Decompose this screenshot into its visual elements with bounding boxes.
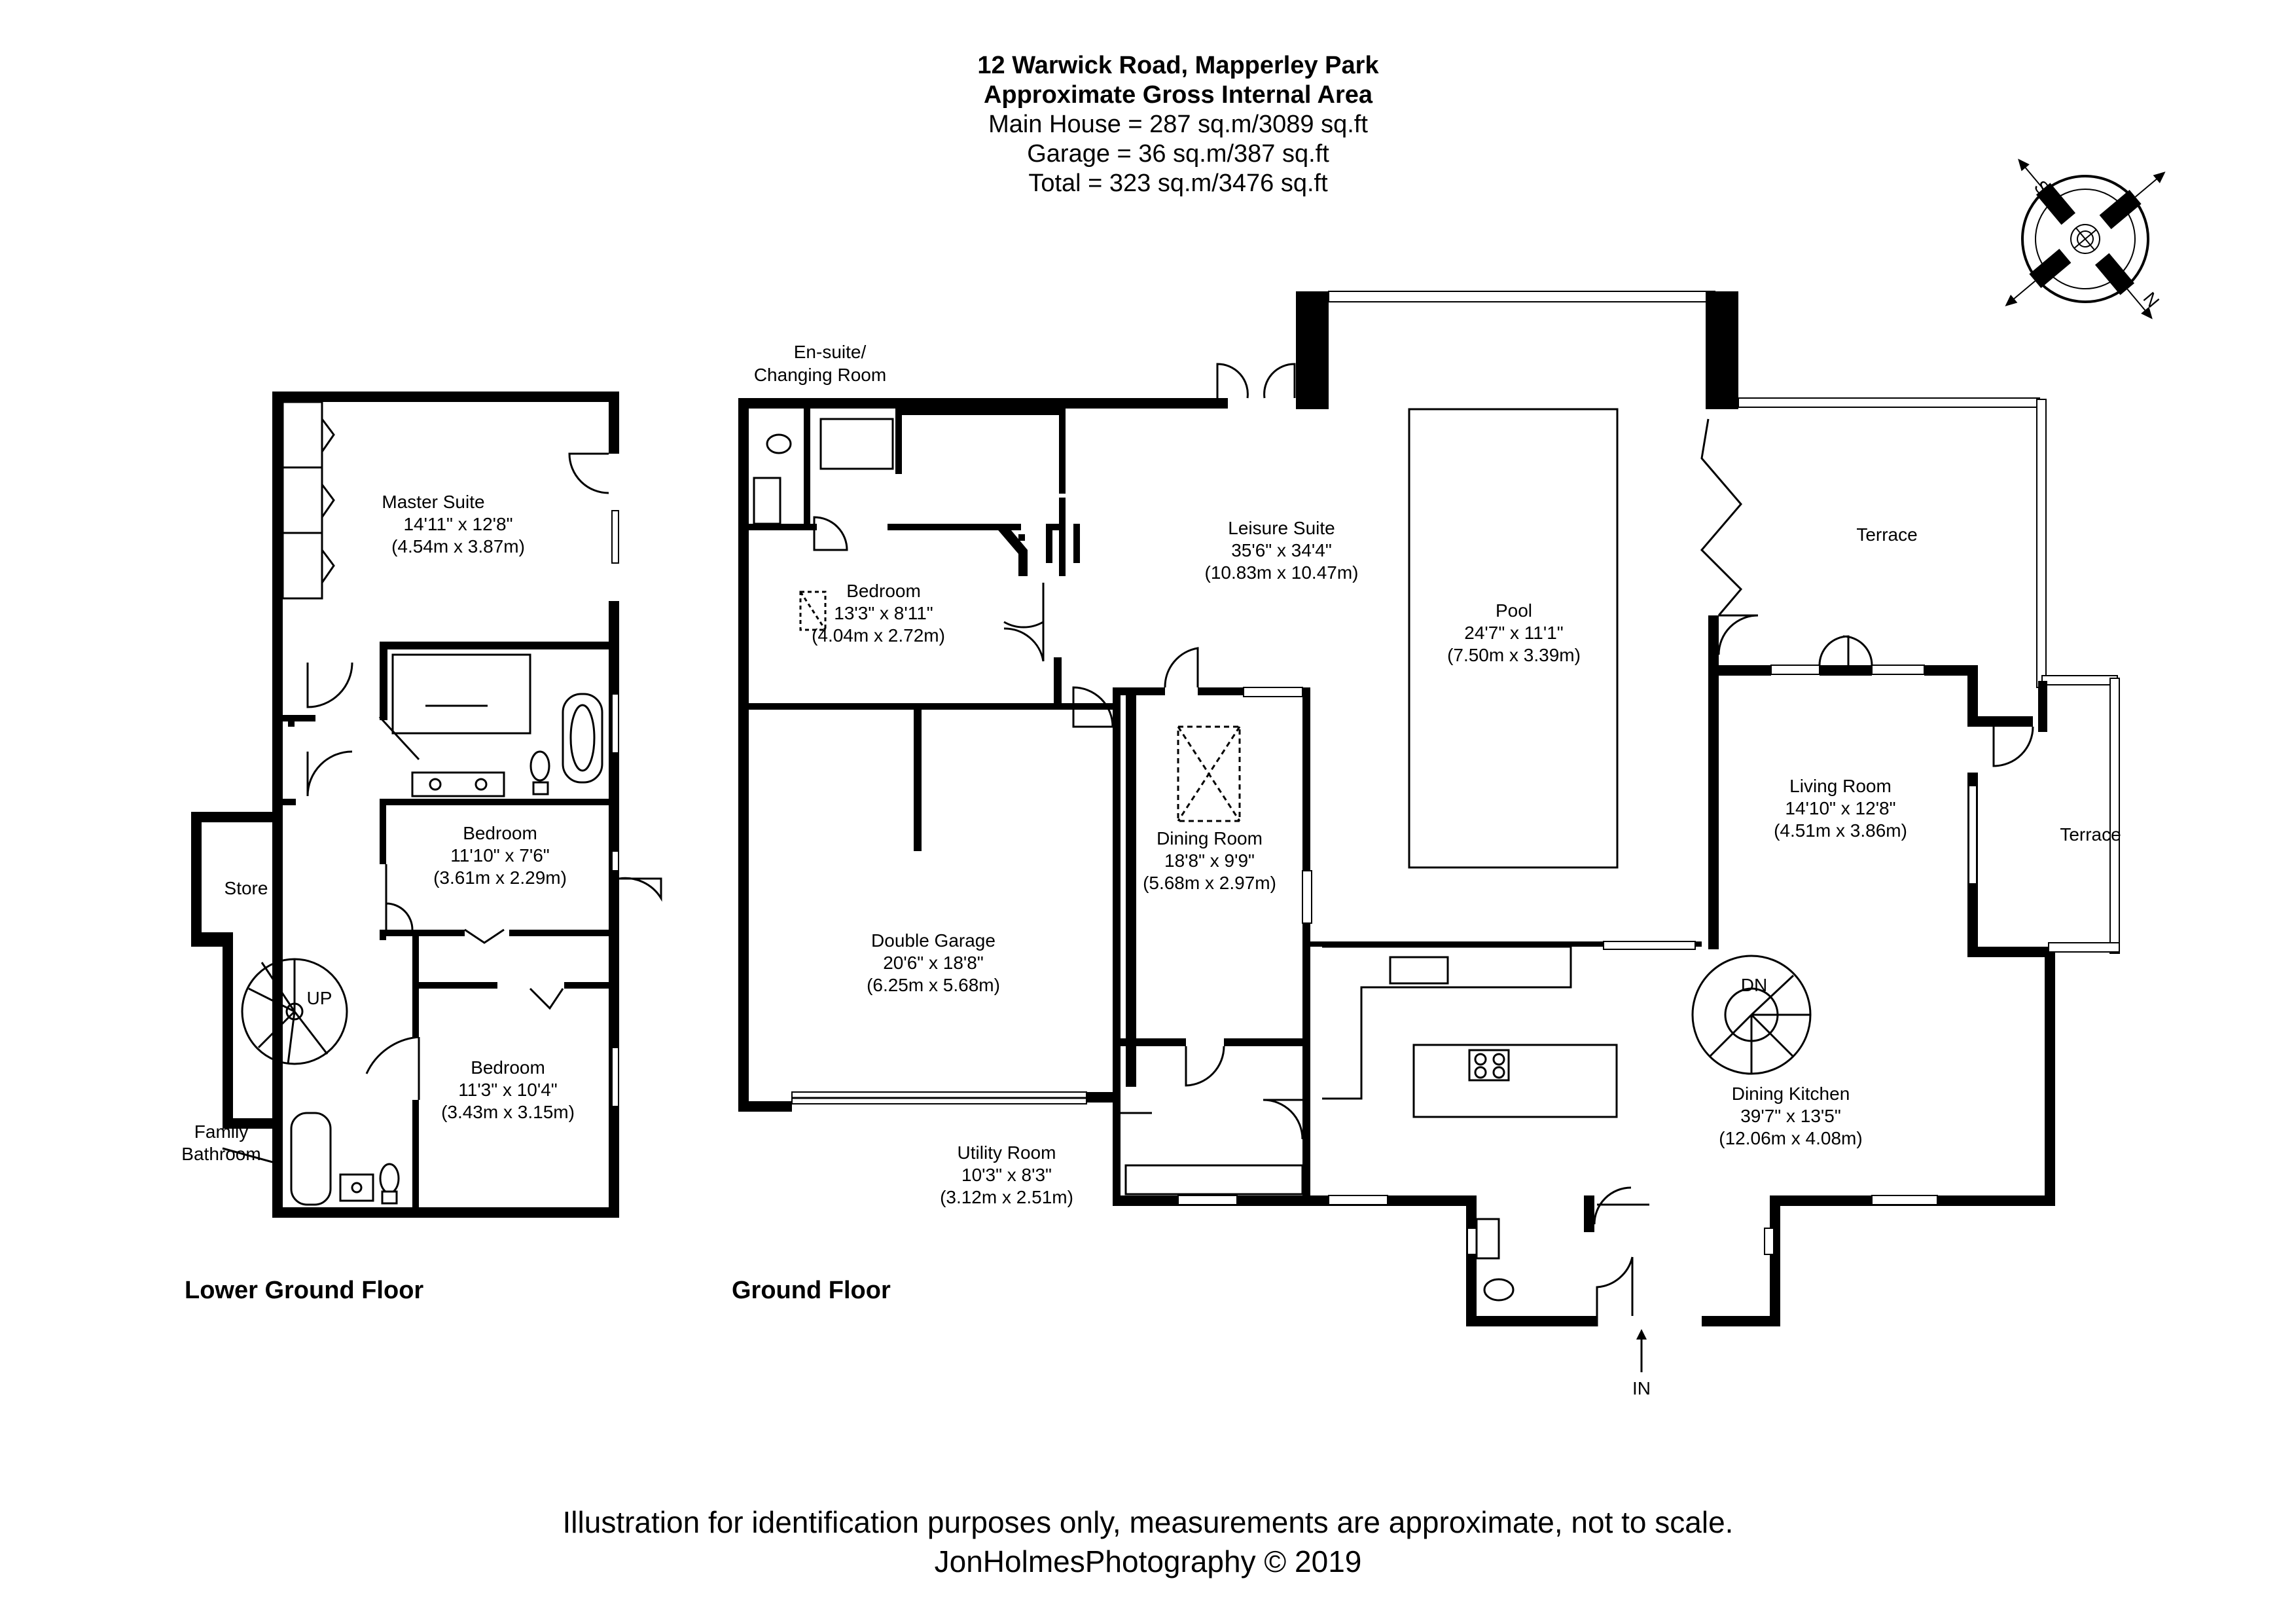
dining-room-imperial: 18'8" x 9'9" [1164, 850, 1255, 871]
bedroom-lg2-metric: (3.43m x 3.15m) [441, 1102, 575, 1122]
leisure-suite-label: Leisure Suite [1228, 518, 1335, 538]
leisure-suite-imperial: 35'6" x 34'4" [1231, 540, 1332, 560]
garage-area: Garage = 36 sq.m/387 sq.ft [1027, 140, 1329, 168]
bedroom-g-label: Bedroom [846, 581, 921, 601]
utility-room-metric: (3.12m x 2.51m) [940, 1187, 1073, 1207]
terrace-top-label: Terrace [1856, 524, 1917, 545]
dining-kitchen-metric: (12.06m x 4.08m) [1719, 1128, 1862, 1148]
lower-ground-floor-plan [191, 392, 662, 1218]
ensuite-label-1: En-suite/ [794, 342, 867, 362]
leisure-suite-metric: (10.83m x 10.47m) [1205, 562, 1359, 583]
dining-kitchen-label: Dining Kitchen [1732, 1084, 1850, 1104]
dining-room-label: Dining Room [1157, 828, 1263, 848]
living-room-label: Living Room [1789, 776, 1892, 796]
copyright-text: JonHolmesPhotography © 2019 [934, 1544, 1362, 1578]
ensuite-label-2: Changing Room [754, 365, 886, 385]
ground-floor-plan [738, 291, 2120, 1372]
bedroom-lg1-metric: (3.61m x 2.29m) [433, 867, 567, 888]
bedroom-g-metric: (4.04m x 2.72m) [812, 625, 945, 646]
pool-imperial: 24'7" x 11'1" [1464, 623, 1563, 643]
pool-label: Pool [1496, 600, 1532, 621]
dining-room-metric: (5.68m x 2.97m) [1143, 873, 1276, 893]
double-garage-imperial: 20'6" x 18'8" [883, 953, 984, 973]
family-bathroom-label-1: Family [194, 1122, 248, 1142]
bedroom-lg1-imperial: 11'10" x 7'6" [450, 845, 549, 866]
bedroom-lg2-label: Bedroom [471, 1057, 545, 1078]
lower-ground-floor-label: Lower Ground Floor [185, 1277, 424, 1304]
dn-label: DN [1741, 975, 1767, 995]
up-label: UP [307, 988, 332, 1008]
main-house-area: Main House = 287 sq.m/3089 sq.ft [988, 111, 1368, 138]
ground-floor-label: Ground Floor [732, 1277, 891, 1304]
compass-rose: S N [2005, 158, 2166, 319]
living-room-imperial: 14'10" x 12'8" [1785, 798, 1895, 818]
store-label: Store [224, 878, 268, 898]
utility-room-label: Utility Room [958, 1142, 1056, 1163]
family-bathroom-label-2: Bathroom [181, 1144, 260, 1164]
terrace-right-label: Terrace [2060, 824, 2121, 845]
master-suite-imperial: 14'11" x 12'8" [403, 514, 512, 534]
title-block: 12 Warwick Road, Mapperley Park Approxim… [720, 51, 1636, 198]
disclaimer-text: Illustration for identification purposes… [562, 1505, 1734, 1539]
area-subtitle: Approximate Gross Internal Area [983, 81, 1373, 109]
bedroom-lg2-imperial: 11'3" x 10'4" [458, 1080, 557, 1100]
utility-room-imperial: 10'3" x 8'3" [961, 1165, 1052, 1185]
pool-metric: (7.50m x 3.39m) [1447, 645, 1581, 665]
master-suite-label: Master Suite [382, 492, 484, 512]
bedroom-lg1-label: Bedroom [463, 823, 537, 843]
entrance-in-label: IN [1632, 1378, 1651, 1398]
living-room-metric: (4.51m x 3.86m) [1774, 820, 1907, 841]
master-suite-metric: (4.54m x 3.87m) [391, 536, 525, 556]
double-garage-metric: (6.25m x 5.68m) [867, 975, 1000, 995]
double-garage-label: Double Garage [871, 930, 996, 951]
total-area: Total = 323 sq.m/3476 sq.ft [1028, 170, 1328, 197]
dining-kitchen-imperial: 39'7" x 13'5" [1740, 1106, 1841, 1126]
address-title: 12 Warwick Road, Mapperley Park [977, 52, 1379, 79]
bedroom-g-imperial: 13'3" x 8'11" [834, 603, 933, 623]
footer: Illustration for identification purposes… [363, 1503, 1933, 1581]
